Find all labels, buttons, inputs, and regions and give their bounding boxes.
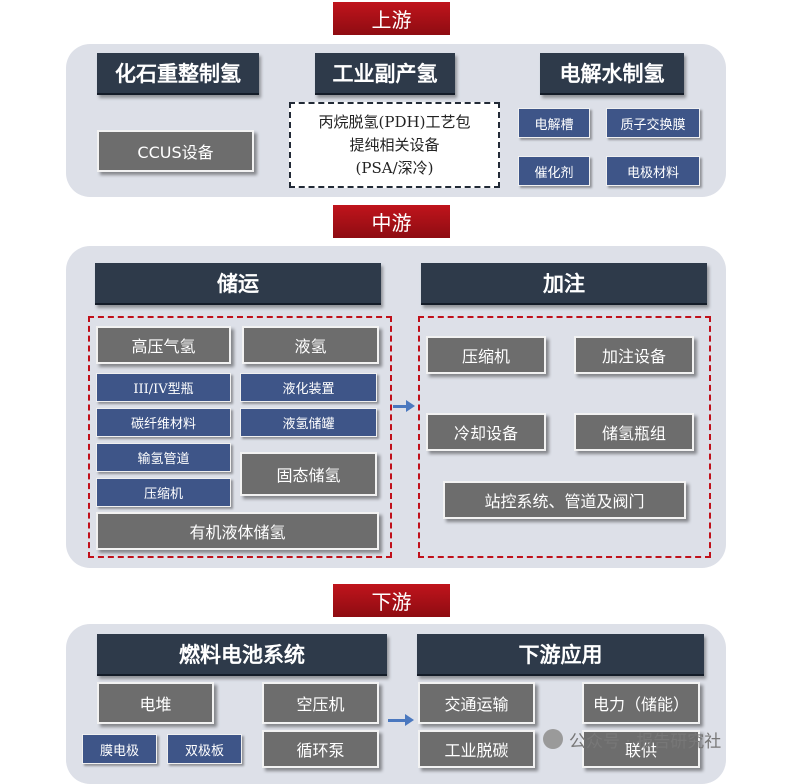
wechat-icon bbox=[543, 729, 563, 749]
box-catalyst: 催化剂 bbox=[518, 156, 590, 186]
header-water-electrolysis: 电解水制氢 bbox=[540, 53, 684, 95]
arrow-fuel-cell-to-application bbox=[388, 714, 414, 726]
box-industrial-decarbonization: 工业脱碳 bbox=[418, 730, 535, 768]
box-high-pressure-gas: 高压气氢 bbox=[96, 326, 231, 364]
box-fuel-cell-stack: 电堆 bbox=[97, 682, 214, 724]
box-storage-compressor: 压缩机 bbox=[96, 478, 231, 507]
box-liquid-hydrogen-tank: 液氢储罐 bbox=[240, 408, 377, 437]
box-proton-exchange-membrane: 质子交换膜 bbox=[606, 108, 700, 138]
box-ccus-equipment: CCUS设备 bbox=[97, 130, 254, 172]
box-electrode-material: 电极材料 bbox=[606, 156, 700, 186]
header-industrial-byproduct: 工业副产氢 bbox=[315, 53, 455, 95]
header-fossil-reforming: 化石重整制氢 bbox=[97, 53, 259, 95]
box-filling-compressor: 压缩机 bbox=[426, 336, 546, 374]
pdh-line-1: 丙烷脱氢(PDH)工艺包 bbox=[318, 112, 471, 131]
box-combined-supply: 联供 bbox=[582, 730, 700, 768]
pdh-line-2: 提纯相关设备 bbox=[349, 135, 440, 154]
stage-label-downstream: 下游 bbox=[333, 584, 450, 617]
header-filling: 加注 bbox=[421, 263, 707, 305]
box-cooling-equipment: 冷却设备 bbox=[426, 413, 546, 451]
filling-group-frame bbox=[418, 316, 711, 558]
header-fuel-cell-system: 燃料电池系统 bbox=[97, 634, 387, 676]
stage-label-midstream: 中游 bbox=[333, 205, 450, 238]
box-storage-cylinder-group: 储氢瓶组 bbox=[574, 413, 694, 451]
box-liquid-hydrogen: 液氢 bbox=[242, 326, 379, 364]
header-storage-transport: 储运 bbox=[95, 263, 381, 305]
box-membrane-electrode: 膜电极 bbox=[82, 734, 157, 764]
arrow-storage-to-filling bbox=[393, 400, 415, 412]
box-organic-liquid-storage: 有机液体储氢 bbox=[96, 512, 379, 550]
box-circulation-pump: 循环泵 bbox=[262, 730, 379, 768]
box-pdh-process: 丙烷脱氢(PDH)工艺包 提纯相关设备 (PSA/深冷) bbox=[289, 102, 500, 188]
box-transportation: 交通运输 bbox=[418, 682, 535, 724]
storage-group-frame bbox=[88, 316, 392, 558]
box-filling-equipment: 加注设备 bbox=[574, 336, 694, 374]
box-electrolyzer: 电解槽 bbox=[518, 108, 590, 138]
box-type-iii-iv-cylinder: III/IV型瓶 bbox=[96, 373, 231, 402]
pdh-line-3: (PSA/深冷) bbox=[355, 158, 434, 177]
header-downstream-application: 下游应用 bbox=[417, 634, 704, 676]
box-station-control: 站控系统、管道及阀门 bbox=[443, 481, 686, 519]
box-hydrogen-pipeline: 输氢管道 bbox=[96, 443, 231, 472]
box-air-compressor: 空压机 bbox=[262, 682, 379, 724]
box-solid-state-storage: 固态储氢 bbox=[240, 452, 377, 496]
box-liquefaction-unit: 液化装置 bbox=[240, 373, 377, 402]
box-bipolar-plate: 双极板 bbox=[167, 734, 242, 764]
box-power-storage: 电力（储能） bbox=[582, 682, 700, 724]
stage-label-upstream: 上游 bbox=[333, 2, 450, 35]
box-carbon-fiber: 碳纤维材料 bbox=[96, 408, 231, 437]
watermark: 公众号 · 报告研究社 bbox=[543, 727, 793, 752]
